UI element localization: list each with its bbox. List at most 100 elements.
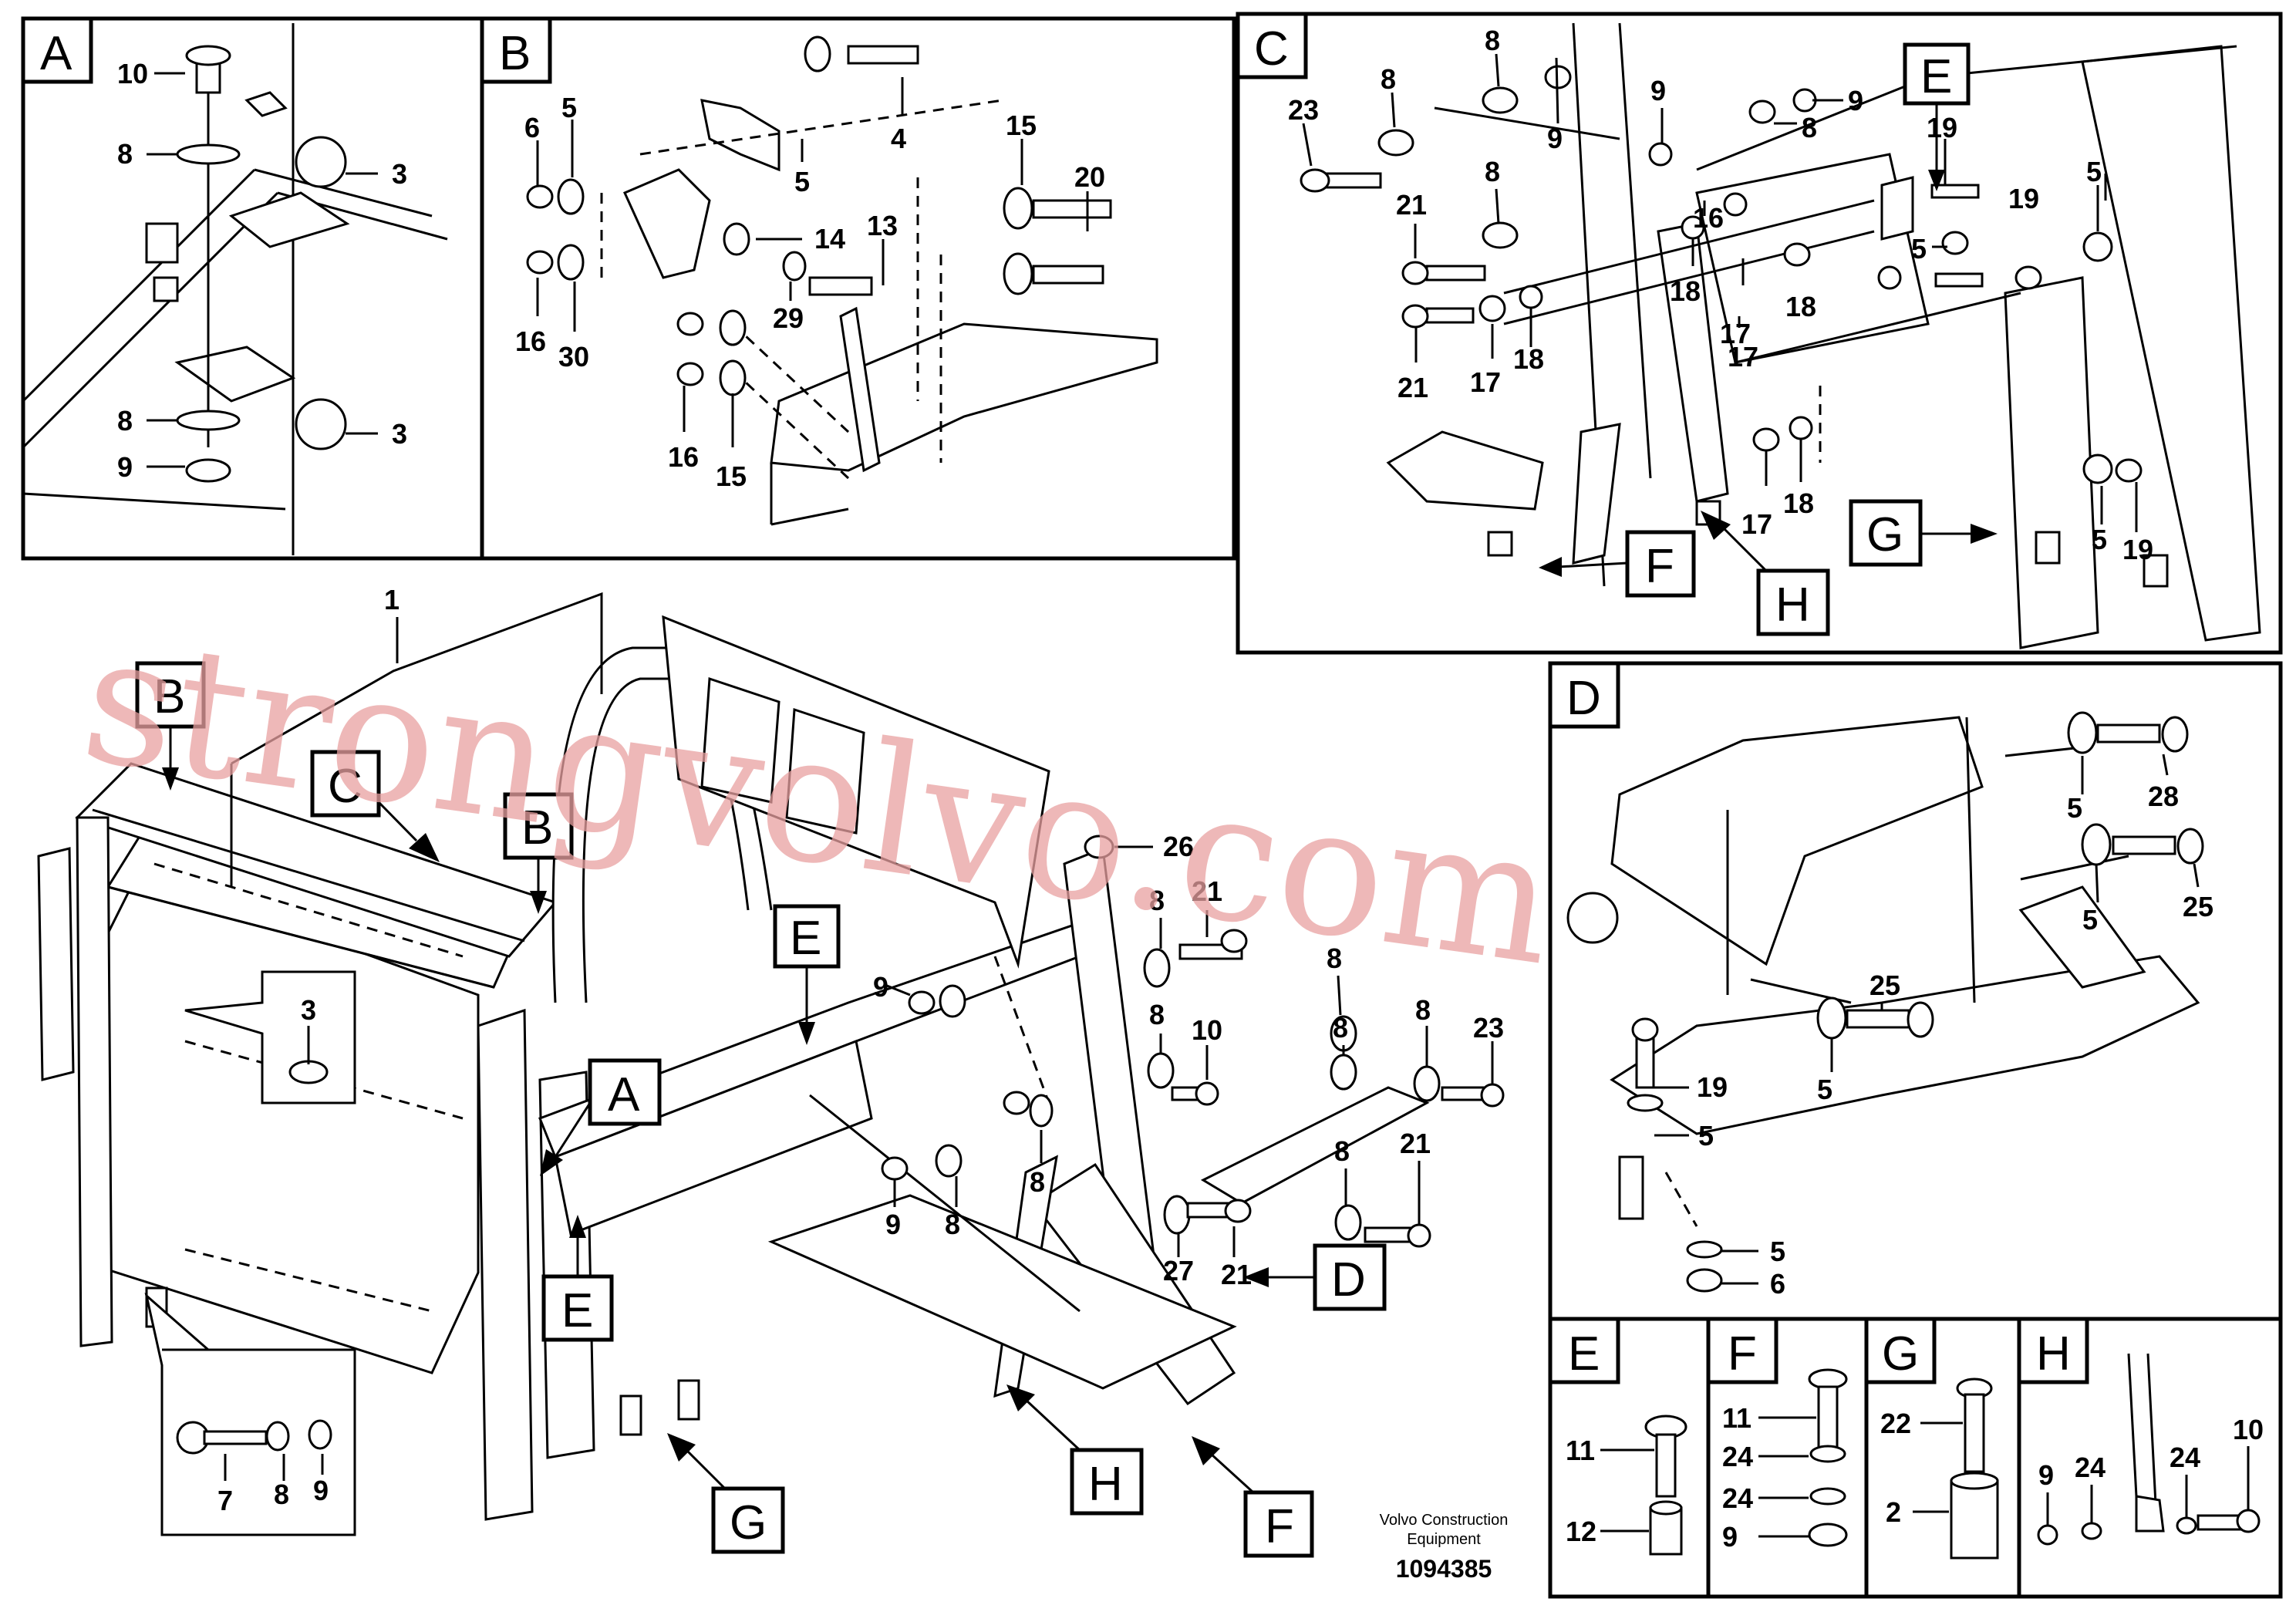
callout-main-8b: 8: [1149, 885, 1165, 916]
callout-main-8g: 8: [945, 1209, 960, 1240]
callout-g-2: 2: [1886, 1496, 1901, 1528]
callout-f-11: 11: [1722, 1402, 1752, 1434]
callout-main-26: 26: [1163, 831, 1194, 862]
callout-c-23: 23: [1288, 94, 1319, 126]
tag-box-main-a: [588, 1058, 662, 1126]
main-label-b2: B: [521, 801, 553, 855]
callout-main-9a: 9: [313, 1475, 329, 1506]
callout-c-17b: 17: [1728, 341, 1758, 373]
callout-h-24a: 24: [2075, 1452, 2106, 1483]
tag-box-detail-f: [1706, 1317, 1778, 1384]
main-label-a: A: [608, 1068, 640, 1121]
callout-b-29: 29: [773, 302, 804, 334]
arrow-c-h: [1701, 511, 1731, 540]
detail-g-drawing: [1950, 1378, 1999, 1560]
callout-f-24a: 24: [1722, 1441, 1753, 1472]
tag-box-detail-d: [1548, 661, 1620, 729]
detail-d-drawing: [1566, 711, 2204, 1293]
callout-main-8a: 8: [274, 1479, 289, 1510]
callout-main-21a: 21: [1192, 875, 1222, 907]
callout-c-9b: 9: [1650, 75, 1666, 106]
callout-d-5a: 5: [2067, 792, 2082, 824]
callout-c-17a: 17: [1720, 318, 1751, 349]
tag-box-main-g: [711, 1486, 785, 1554]
callout-c-9a: 9: [1547, 123, 1563, 154]
detail-frame-a: [21, 16, 484, 561]
tag-box-detail-b: [480, 16, 552, 84]
detail-label-f: F: [1728, 1327, 1757, 1381]
arrow-main-f: [1192, 1436, 1220, 1465]
arrow-main-b2: [530, 891, 547, 914]
arrow-main-g: [667, 1433, 696, 1462]
footer-brand-line2: Equipment: [1407, 1531, 1481, 1548]
callout-e-11: 11: [1566, 1435, 1595, 1466]
callout-c-17c: 17: [1470, 366, 1501, 398]
callout-c-5a: 5: [2086, 156, 2102, 187]
main-label-e: E: [790, 912, 821, 965]
callout-a-8b: 8: [117, 405, 133, 437]
tag-box-detail-a: [21, 16, 93, 84]
c-label-e: E: [1920, 50, 1952, 103]
callout-main-10: 10: [1192, 1014, 1222, 1046]
callout-main-9b: 9: [873, 971, 888, 1003]
detail-label-b: B: [499, 27, 531, 80]
callout-h-10: 10: [2233, 1414, 2264, 1445]
callout-main-8h: 8: [1030, 1166, 1045, 1198]
main-label-b: B: [153, 670, 185, 723]
c-label-h: H: [1775, 578, 1810, 632]
detail-h-drawing: [2037, 1353, 2261, 1546]
detail-label-d: D: [1566, 672, 1601, 725]
callout-d-5b: 5: [2082, 904, 2098, 936]
main-frame-drawing: [37, 615, 1430, 1521]
callout-main-23: 23: [1473, 1012, 1504, 1044]
detail-label-e: E: [1568, 1327, 1600, 1381]
tag-box-main-b2: [503, 792, 574, 860]
tag-box-main-d: [1313, 1243, 1387, 1311]
main-label-h: H: [1088, 1458, 1123, 1511]
arrow-main-h: [1006, 1384, 1035, 1411]
main-label-d: D: [1331, 1253, 1366, 1307]
footer-doc-number: 1094385: [1396, 1555, 1492, 1583]
callout-c-19c: 19: [2122, 534, 2153, 565]
arrow-main-a: [540, 1149, 563, 1176]
callout-c-18a: 18: [1670, 275, 1701, 307]
callout-main-8i: 8: [1334, 1135, 1350, 1167]
callout-b-15a: 15: [1006, 110, 1037, 141]
callout-b-6: 6: [524, 112, 540, 143]
c-label-f: F: [1645, 540, 1674, 593]
callout-main-27: 27: [1163, 1255, 1194, 1286]
arrow-c-g: [1971, 524, 1998, 544]
detail-b-drawing: [526, 35, 1158, 526]
callout-e-12: 12: [1566, 1516, 1596, 1547]
callout-c-5b: 5: [1911, 233, 1927, 265]
tag-box-main-h: [1070, 1448, 1144, 1516]
callout-a-8: 8: [117, 138, 133, 170]
callout-d-5d: 5: [1698, 1120, 1714, 1152]
callout-b-15b: 15: [716, 460, 747, 492]
c-label-g: G: [1866, 508, 1903, 561]
callout-c-21b: 21: [1397, 372, 1428, 403]
tag-box-detail-e: [1548, 1317, 1620, 1384]
callout-main-8d: 8: [1149, 999, 1165, 1030]
callout-b-5b: 5: [794, 166, 810, 197]
callout-c-9c: 9: [1848, 85, 1863, 116]
tag-box-c-e: [1903, 42, 1971, 106]
arrow-main-e: [798, 1022, 815, 1045]
main-label-g: G: [730, 1496, 767, 1549]
callout-h-24b: 24: [2170, 1442, 2200, 1473]
callout-b-20: 20: [1074, 161, 1105, 193]
detail-label-a: A: [40, 27, 72, 80]
callout-main-1: 1: [384, 584, 400, 615]
callout-main-7: 7: [217, 1485, 233, 1516]
tag-box-main-f: [1243, 1490, 1314, 1558]
arrow-main-c: [409, 833, 440, 862]
callout-h-9: 9: [2038, 1459, 2054, 1491]
tag-box-c-f: [1625, 530, 1696, 598]
tag-box-c-g: [1849, 499, 1923, 567]
tag-box-detail-h: [2017, 1317, 2089, 1384]
callout-c-18b: 18: [1785, 291, 1816, 322]
callout-c-18c: 18: [1513, 343, 1544, 375]
callout-a-9: 9: [117, 451, 133, 483]
arrow-c-f: [1539, 557, 1562, 577]
